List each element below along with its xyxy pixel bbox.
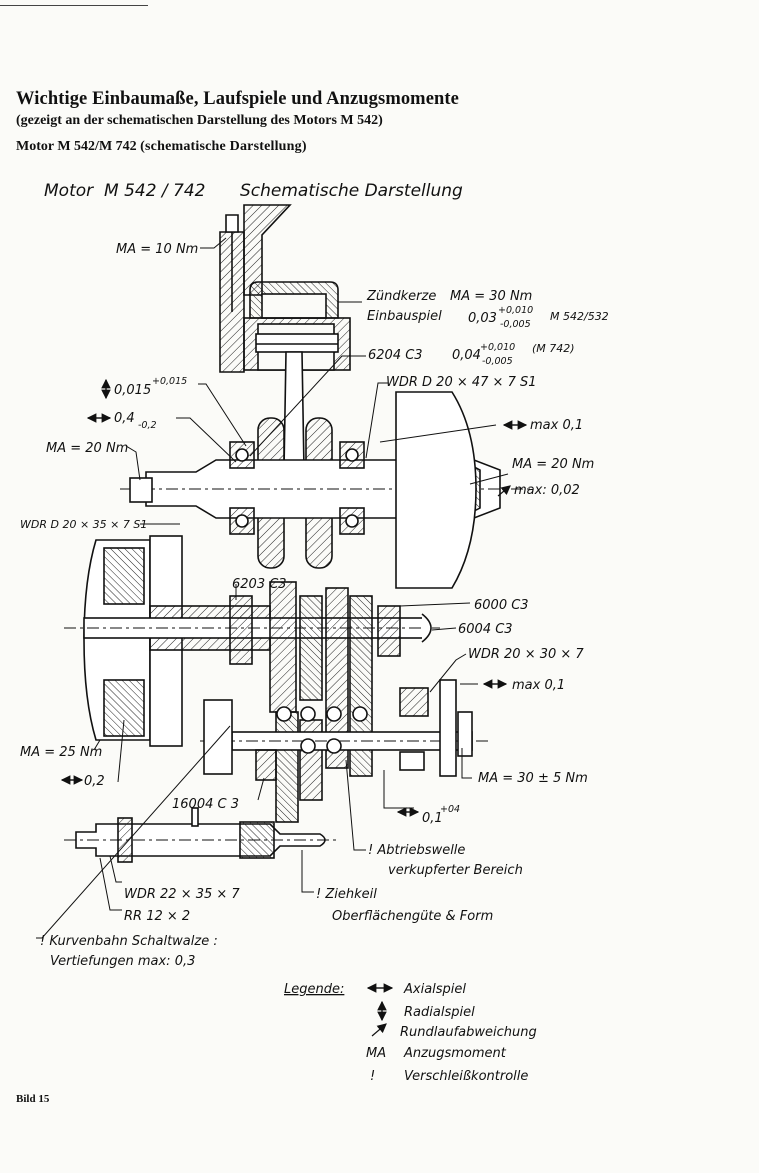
label-m742-sup: +0,010 bbox=[480, 342, 515, 353]
label-ma-30: MA = 30 ± 5 Nm bbox=[478, 771, 588, 786]
engine-drawing bbox=[64, 204, 530, 863]
label-axial-04-sub: -0,2 bbox=[138, 420, 157, 431]
label-zuendkerze: Zündkerze bbox=[366, 289, 436, 304]
label-axial-02: 0,2 bbox=[84, 774, 105, 789]
legend-item-axialspiel: Axialspiel bbox=[403, 982, 466, 997]
diagram-title-model: M 542 / 742 bbox=[104, 181, 206, 201]
label-einbauspiel: Einbauspiel bbox=[367, 309, 442, 324]
label-abtriebswelle-2: verkupferter Bereich bbox=[388, 863, 523, 878]
label-radial-0015-sup: +0,015 bbox=[152, 376, 187, 387]
label-bearing-6203: 6203 C3 bbox=[232, 577, 287, 592]
leader-lines bbox=[36, 237, 509, 939]
label-bearing-6000: 6000 C3 bbox=[474, 598, 529, 613]
runout-arrow-icon bbox=[371, 1023, 387, 1037]
legend-item-verschleiss: Verschleißkontrolle bbox=[404, 1069, 528, 1084]
label-bearing-16004: 16004 C 3 bbox=[172, 797, 239, 812]
legend-item-rundlauf: Rundlaufabweichung bbox=[400, 1025, 537, 1040]
label-einbauspiel-sub: -0,005 bbox=[500, 319, 531, 330]
page-subheading: (gezeigt an der schematischen Darstellun… bbox=[16, 113, 383, 128]
label-kurvenbahn: ! Kurvenbahn Schaltwalze : bbox=[40, 934, 218, 949]
runout-arrow-icon bbox=[497, 485, 511, 497]
motor-label-rest: (schematische Darstellung) bbox=[140, 139, 307, 154]
label-bearing-6204: 6204 C3 bbox=[368, 348, 423, 363]
label-axial-04: 0,4 bbox=[114, 411, 135, 426]
label-ma-20-right: MA = 20 Nm bbox=[512, 457, 594, 472]
page-heading: Wichtige Einbaumaße, Laufspiele und Anzu… bbox=[16, 89, 459, 109]
label-m742-sub: -0,005 bbox=[482, 356, 513, 367]
label-max-01-mid: max 0,1 bbox=[512, 678, 565, 693]
shift-drum bbox=[64, 807, 336, 863]
label-axial-01: 0,1 bbox=[422, 811, 443, 826]
label-ziehkeil: ! Ziehkeil bbox=[316, 887, 377, 902]
legend-symbol-ma: MA bbox=[366, 1046, 386, 1061]
legend: Legende: Axialspiel Radialspiel Rundlauf… bbox=[284, 982, 537, 1084]
label-einbauspiel-model: M 542/532 bbox=[550, 310, 609, 323]
motor-label: Motor M 542/M 742 (schematische Darstell… bbox=[16, 139, 307, 155]
label-kurvenbahn-2: Vertiefungen max: 0,3 bbox=[50, 954, 195, 969]
legend-title: Legende: bbox=[284, 982, 344, 997]
label-rr: RR 12 × 2 bbox=[124, 909, 190, 924]
label-abtriebswelle: ! Abtriebswelle bbox=[368, 843, 465, 858]
motor-label-bold: Motor M 542/M 742 bbox=[16, 139, 137, 154]
label-wdr-top: WDR D 20 × 47 × 7 S1 bbox=[386, 375, 537, 390]
label-m742-model: (M 742) bbox=[532, 342, 575, 355]
label-einbauspiel-sup: +0,010 bbox=[498, 305, 533, 316]
diagram-title-motor: Motor bbox=[44, 181, 94, 201]
label-bearing-6004: 6004 C3 bbox=[458, 622, 513, 637]
generator-rotor bbox=[395, 391, 477, 589]
label-m742-value: 0,04 bbox=[452, 348, 481, 363]
legend-item-anzugsmoment: Anzugsmoment bbox=[403, 1046, 507, 1061]
label-wdr-left: WDR D 20 × 35 × 7 S1 bbox=[20, 518, 147, 531]
label-ma-10: MA = 10 Nm bbox=[116, 242, 198, 257]
label-zuendkerze-ma: MA = 30 Nm bbox=[450, 289, 532, 304]
cylinder-head bbox=[219, 204, 351, 373]
label-max-01-top: max 0,1 bbox=[530, 418, 583, 433]
legend-symbol-exclamation: ! bbox=[370, 1069, 375, 1084]
label-ziehkeil-2: Oberflächengüte & Form bbox=[332, 909, 493, 924]
label-wdr-right: WDR 20 × 30 × 7 bbox=[468, 647, 584, 662]
label-einbauspiel-value: 0,03 bbox=[468, 311, 497, 326]
diagram-title-desc: Schematische Darstellung bbox=[240, 181, 463, 201]
label-wdr-bottom: WDR 22 × 35 × 7 bbox=[124, 887, 240, 902]
gear-cluster bbox=[269, 581, 373, 823]
label-axial-01-sup: +04 bbox=[440, 804, 460, 815]
legend-item-radialspiel: Radialspiel bbox=[404, 1005, 475, 1020]
output-shaft bbox=[200, 679, 490, 781]
label-ma-25: MA = 25 Nm bbox=[20, 745, 102, 760]
label-radial-0015: 0,015 bbox=[114, 383, 151, 398]
figure-caption: Bild 15 bbox=[16, 1093, 50, 1105]
top-rule bbox=[0, 5, 148, 6]
label-ma-20-left: MA = 20 Nm bbox=[46, 441, 128, 456]
label-max-002: max: 0,02 bbox=[514, 483, 580, 498]
